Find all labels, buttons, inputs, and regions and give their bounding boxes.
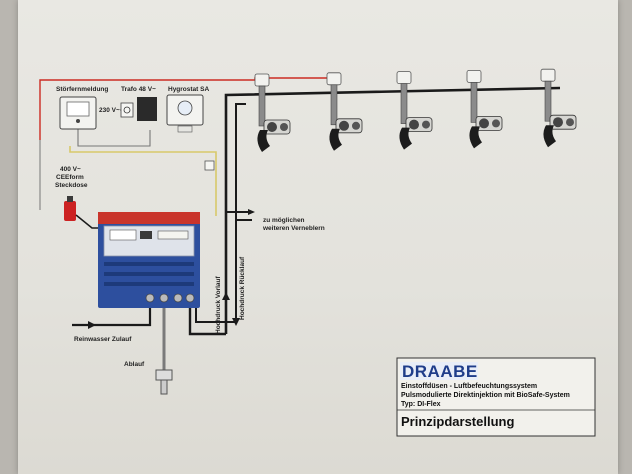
- junction-box: [204, 160, 215, 171]
- label-400v-1: 400 V~: [60, 166, 81, 173]
- title-line-2: Pulsmodulierte Direktinjektion mit BioSa…: [401, 392, 570, 399]
- nozzle-unit: [254, 73, 291, 152]
- diagram-title: Prinzipdarstellung: [401, 414, 514, 429]
- label-pressure-return: Hochdruck Rücklauf: [239, 256, 246, 320]
- label-more-nozzles-2: weiteren Verneblern: [262, 225, 325, 232]
- arrow-inlet: [88, 321, 96, 329]
- nozzle-unit: [326, 72, 363, 151]
- pipe-network: [72, 86, 561, 395]
- title-line-3: Typ: DI-Flex: [401, 401, 441, 408]
- hygrostat-box: [166, 94, 204, 133]
- title-block: DRAABE Einstoffdüsen - Luftbefeuchtungss…: [396, 357, 596, 437]
- transformer-box: [120, 97, 157, 121]
- label-pressure-flow: Hochdruck Vorlauf: [215, 275, 222, 334]
- nozzle-unit: [540, 68, 577, 148]
- top-pipe-return: [235, 103, 246, 322]
- hp-return-pipe: [195, 308, 236, 323]
- control-unit: [98, 212, 200, 308]
- label-clean-water: Reinwasser Zulauf: [74, 336, 132, 343]
- nozzle-unit: [466, 70, 503, 149]
- label-fault-signal: Störfernmeldung: [56, 86, 108, 93]
- label-mains-230: 230 V~: [99, 107, 120, 114]
- nozzle-row: [254, 68, 577, 152]
- label-400v-3: Steckdose: [55, 182, 88, 189]
- label-hygrostat: Hygrostat SA: [168, 86, 209, 93]
- label-400v-2: CEEform: [56, 174, 84, 181]
- drain-trap: [155, 369, 173, 381]
- title-line-1: Einstoffdüsen - Luftbefeuchtungssystem: [401, 383, 537, 390]
- gray-wire-1: [77, 128, 151, 147]
- power-plug: [64, 196, 100, 229]
- brand-logo: DRAABE: [402, 362, 478, 381]
- hp-flow-pipe: [188, 308, 226, 336]
- arrow-return-down: [232, 318, 240, 326]
- label-more-nozzles-1: zu möglichen: [263, 217, 305, 224]
- fault-signal-box: [59, 96, 97, 130]
- water-inlet-pipe: [72, 308, 152, 327]
- arrow-flow-up: [222, 292, 230, 300]
- top-pipe-flow: [224, 86, 561, 334]
- arrow-branch-right: [248, 209, 255, 215]
- nozzle-unit: [396, 71, 433, 150]
- label-transformer: Trafo 48 V~: [121, 86, 156, 93]
- drain-outlet: [160, 379, 168, 395]
- label-drain: Ablauf: [124, 361, 145, 368]
- yellow-control-wire: [69, 146, 217, 216]
